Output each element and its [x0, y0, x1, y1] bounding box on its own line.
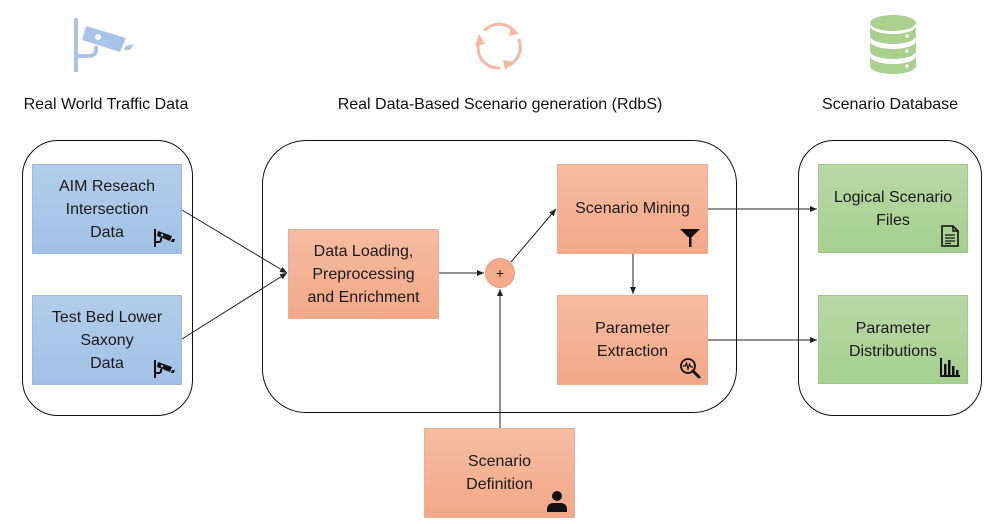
person-icon	[547, 491, 567, 512]
edge-aim-to-loading	[181, 209, 288, 274]
node-label-line: Preprocessing	[312, 265, 415, 283]
node-label-line: Parameter	[595, 320, 670, 337]
database-header-icon	[868, 14, 918, 76]
camera-icon	[154, 229, 175, 247]
edge-combine-to-mining	[510, 208, 557, 263]
section-title-rdbs: Real Data-Based Scenario generation (Rdb…	[337, 96, 663, 113]
node-label-line: Files	[876, 211, 910, 229]
node-parameter-extraction[interactable]: Parameter Extraction	[557, 295, 708, 385]
node-label-line: Saxony	[80, 331, 134, 349]
node-label-line: Parameter	[855, 319, 931, 337]
node-parameter-distributions[interactable]: Parameter Distributions	[818, 295, 968, 384]
node-aim-research-intersection-data[interactable]: AIM Reseach Intersection Data	[32, 164, 182, 254]
node-label-line: Definition	[466, 476, 533, 493]
node-data-loading-preprocessing-enrichment[interactable]: Data Loading, Preprocessing and Enrichme…	[288, 229, 439, 319]
node-scenario-definition[interactable]: Scenario Definition	[424, 428, 575, 518]
filter-icon	[680, 229, 700, 247]
camera-icon	[154, 360, 175, 378]
node-label-line: Distributions	[848, 342, 938, 360]
node-test-bed-lower-saxony-data[interactable]: Test Bed Lower Saxony Data	[32, 295, 182, 385]
document-icon	[941, 225, 959, 247]
node-label-line: Test Bed Lower	[51, 308, 163, 326]
plus-label: +	[495, 265, 505, 281]
bar-chart-icon	[940, 358, 960, 377]
node-label-line: Data	[90, 354, 124, 372]
node-label-line: Logical Scenario	[833, 188, 953, 206]
node-label-line: Extraction	[596, 343, 669, 360]
node-combine-plus[interactable]: +	[485, 258, 515, 288]
node-label-line: Data	[90, 223, 124, 241]
edge-testbed-to-loading	[181, 272, 288, 340]
node-label-line: and Enrichment	[307, 288, 420, 306]
node-label-line: Data Loading,	[313, 242, 414, 260]
node-label-line: Intersection	[65, 200, 149, 218]
section-title-real-world-traffic-data: Real World Traffic Data	[23, 96, 189, 113]
magnifier-waveform-icon	[680, 358, 701, 379]
node-label-line: AIM Reseach	[58, 177, 156, 195]
node-label-line: Scenario	[467, 453, 532, 470]
node-label-line: Scenario Mining	[575, 199, 690, 217]
surveillance-camera-header-icon	[74, 18, 140, 74]
node-scenario-mining[interactable]: Scenario Mining	[557, 164, 708, 254]
node-logical-scenario-files[interactable]: Logical Scenario Files	[818, 164, 968, 253]
section-title-scenario-database: Scenario Database	[821, 96, 959, 113]
cycle-arrows-header-icon	[471, 20, 527, 74]
